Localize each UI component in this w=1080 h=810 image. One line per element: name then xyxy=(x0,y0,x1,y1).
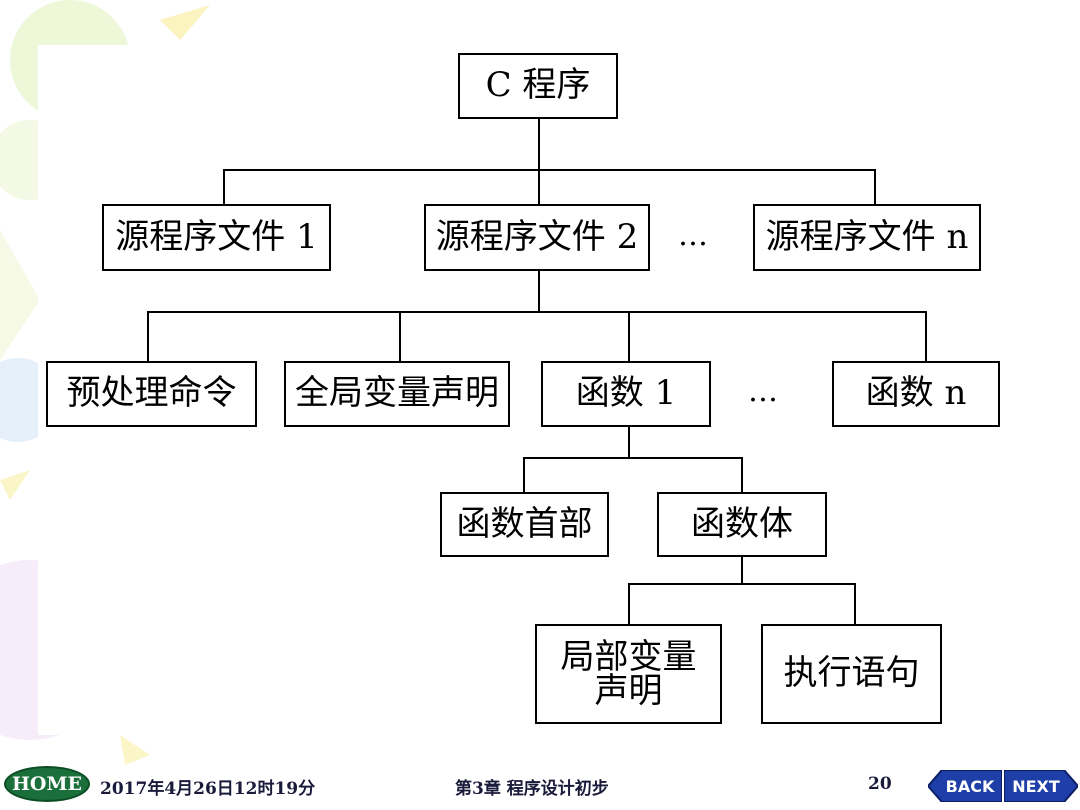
connector xyxy=(538,270,540,312)
connector xyxy=(854,583,856,625)
next-button[interactable]: NEXT xyxy=(1004,770,1078,802)
files-ellipsis: … xyxy=(678,218,708,253)
node-file-n: 源程序文件 n xyxy=(753,204,981,271)
connector xyxy=(925,311,927,361)
node-preprocess: 预处理命令 xyxy=(46,361,257,427)
node-root: C 程序 xyxy=(458,53,618,119)
back-button[interactable]: BACK xyxy=(928,770,1002,802)
footer-chapter: 第3章 程序设计初步 xyxy=(455,779,609,799)
connector xyxy=(147,311,927,313)
node-global-decl: 全局变量声明 xyxy=(284,361,510,427)
footer-page-number: 20 xyxy=(868,774,892,794)
node-local-decl: 局部变量 声明 xyxy=(535,624,722,724)
parts-ellipsis: … xyxy=(748,374,778,409)
node-function-1: 函数 1 xyxy=(541,361,711,427)
connector xyxy=(523,457,525,493)
back-arrow-icon xyxy=(928,770,1002,802)
footer-date: 2017年4月26日12时19分 xyxy=(100,779,316,799)
node-function-n: 函数 n xyxy=(832,361,1000,427)
connector xyxy=(628,583,856,585)
connector xyxy=(628,426,630,458)
connector xyxy=(628,311,630,361)
node-statements: 执行语句 xyxy=(761,624,942,724)
connector xyxy=(147,311,149,361)
home-button[interactable]: HOME xyxy=(4,766,90,802)
node-function-header: 函数首部 xyxy=(440,492,609,557)
node-file-1: 源程序文件 1 xyxy=(102,204,331,271)
connector xyxy=(874,169,876,205)
connector xyxy=(223,169,225,205)
connector xyxy=(741,556,743,584)
connector xyxy=(538,118,540,170)
connector xyxy=(538,169,540,205)
node-function-body: 函数体 xyxy=(657,492,827,557)
back-label: BACK xyxy=(945,776,995,796)
next-label: NEXT xyxy=(1012,776,1060,796)
connector xyxy=(223,169,876,171)
connector xyxy=(741,457,743,493)
connector xyxy=(628,583,630,625)
connector xyxy=(399,311,401,361)
connector xyxy=(523,457,743,459)
next-arrow-icon xyxy=(1004,770,1078,802)
node-file-2: 源程序文件 2 xyxy=(424,204,650,271)
